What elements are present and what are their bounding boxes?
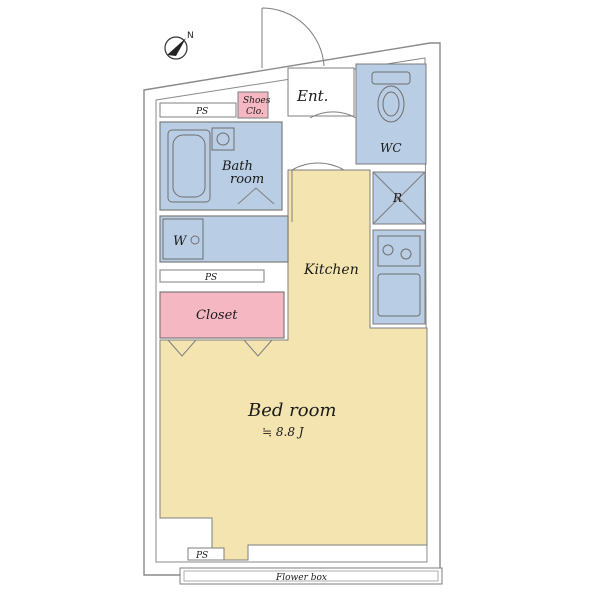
toilet-bowl-icon	[377, 85, 405, 123]
bedroom-label: Bed room	[247, 400, 336, 421]
basin-bowl-icon	[216, 132, 230, 146]
flower-box	[179, 567, 443, 585]
toilet-seat-icon	[382, 91, 400, 117]
toilet-tank-icon	[371, 71, 411, 85]
compass-north-label: N	[187, 31, 194, 41]
washer-label: W	[173, 234, 188, 249]
bathtub-icon	[167, 129, 211, 203]
compass: N	[164, 31, 194, 60]
ps-middle	[159, 269, 265, 283]
ps-bottom-label: PS	[195, 551, 208, 561]
stove-icon	[377, 235, 421, 267]
entrance-door[interactable]	[261, 7, 325, 68]
bathroom-label-1: Bath	[221, 159, 253, 174]
bathroom-door-icon	[237, 187, 275, 205]
ps-bottom	[187, 547, 225, 561]
ps-top	[159, 102, 237, 118]
refrigerator-cross-2	[372, 171, 426, 225]
bathroom-label-2: room	[230, 172, 264, 187]
washer-drain-icon	[190, 235, 200, 245]
shoes-closet	[237, 91, 269, 119]
basin-icon	[211, 127, 235, 151]
closet-label: Closet	[196, 308, 238, 323]
entrance-label: Ent.	[296, 87, 328, 105]
flower-box-inner	[183, 570, 439, 582]
wc-door[interactable]	[309, 111, 357, 164]
closet	[159, 291, 285, 339]
burner-right-icon	[400, 248, 412, 260]
closet-door-right-icon	[243, 339, 273, 357]
bedroom-size: ≒ 8.8 J	[262, 425, 305, 439]
wc-label: WC	[380, 141, 402, 155]
main-floor	[159, 169, 428, 561]
washer-pan-icon	[162, 218, 204, 260]
shoes-closet-label-2: Clo.	[246, 107, 264, 117]
flower-box-label: Flower box	[275, 573, 327, 583]
ps-middle-label: PS	[204, 273, 217, 283]
bathtub-inner-icon	[172, 134, 206, 198]
kitchen-label: Kitchen	[303, 262, 359, 278]
shoes-closet-label-1: Shoes	[243, 96, 271, 106]
refrigerator-label: R	[392, 191, 402, 205]
ps-top-label: PS	[195, 107, 208, 117]
sink-icon	[377, 273, 421, 317]
kitchen-door[interactable]	[291, 162, 345, 222]
burner-left-icon	[382, 244, 394, 256]
closet-door-left-icon	[167, 339, 197, 357]
